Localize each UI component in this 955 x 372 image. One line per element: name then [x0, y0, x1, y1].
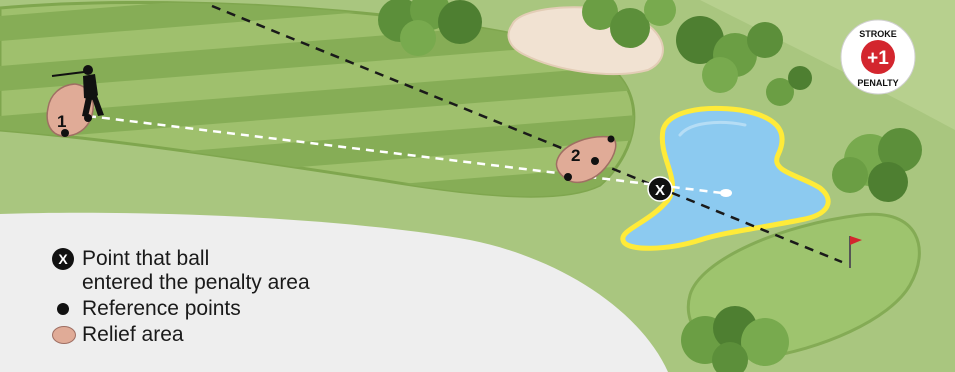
badge-bottom-text: PENALTY [857, 78, 898, 88]
legend-entry-point: X Point that ball entered the penalty ar… [52, 247, 432, 295]
entry-point-marker: X [648, 177, 672, 201]
legend-relief-area: Relief area [52, 323, 432, 347]
relief-area-2-label: 2 [571, 146, 580, 165]
legend-reference-points-label: Reference points [82, 297, 241, 321]
legend-entry-point-line2: entered the penalty area [82, 271, 310, 294]
legend-entry-point-line1: Point that ball [82, 247, 209, 270]
relief-area-1-label: 1 [57, 112, 66, 131]
legend-reference-points: Reference points [52, 297, 432, 321]
legend: X Point that ball entered the penalty ar… [52, 247, 432, 349]
x-circle-icon: X [52, 248, 74, 270]
dot-icon [57, 303, 69, 315]
badge-value: +1 [867, 48, 889, 69]
relief-area-swatch-icon [52, 326, 76, 344]
stroke-penalty-badge: +1 STROKE PENALTY [841, 20, 915, 94]
legend-relief-area-label: Relief area [82, 323, 184, 347]
entry-point-symbol: X [655, 182, 665, 199]
ball-icon [720, 189, 732, 197]
badge-top-text: STROKE [859, 29, 897, 39]
